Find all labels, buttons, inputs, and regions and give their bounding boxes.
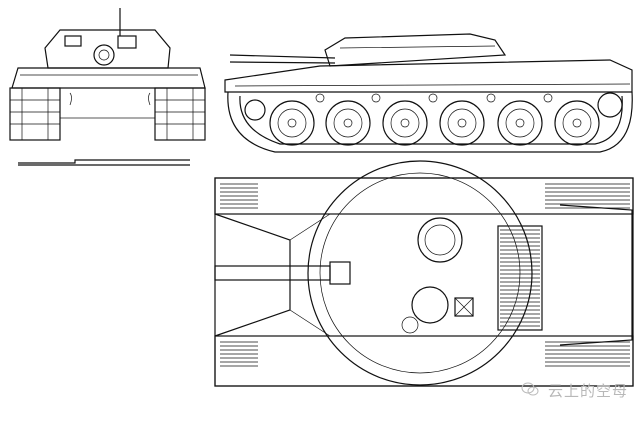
wheel-hub	[515, 118, 525, 128]
wheel-hub	[287, 118, 297, 128]
road-wheel	[269, 100, 315, 146]
return-roller	[543, 93, 553, 103]
wheel-rim	[505, 108, 535, 138]
road-wheel	[554, 100, 600, 146]
wheel-rim	[390, 108, 420, 138]
scale-bar	[18, 159, 190, 166]
wechat-icon	[521, 382, 539, 396]
wheel-hub	[457, 118, 467, 128]
fender-slats	[220, 183, 630, 367]
wheel-rim	[333, 108, 363, 138]
road-wheels	[269, 93, 600, 146]
road-wheel	[382, 100, 428, 146]
wheel-rim	[277, 108, 307, 138]
wheel-rim	[447, 108, 477, 138]
wheel-hub	[572, 118, 582, 128]
return-roller	[428, 93, 438, 103]
road-wheel	[497, 100, 543, 146]
wheel-rim	[562, 108, 592, 138]
side-view	[224, 33, 633, 153]
engine-grille	[500, 229, 540, 327]
road-wheel	[439, 100, 485, 146]
road-wheel	[325, 100, 371, 146]
top-view	[214, 160, 634, 387]
wheel-hub	[400, 118, 410, 128]
watermark-text: 云上的空母	[548, 382, 629, 400]
return-roller	[315, 93, 325, 103]
return-roller	[486, 93, 496, 103]
return-roller	[371, 93, 381, 103]
front-view	[9, 8, 206, 141]
wheel-hub	[343, 118, 353, 128]
